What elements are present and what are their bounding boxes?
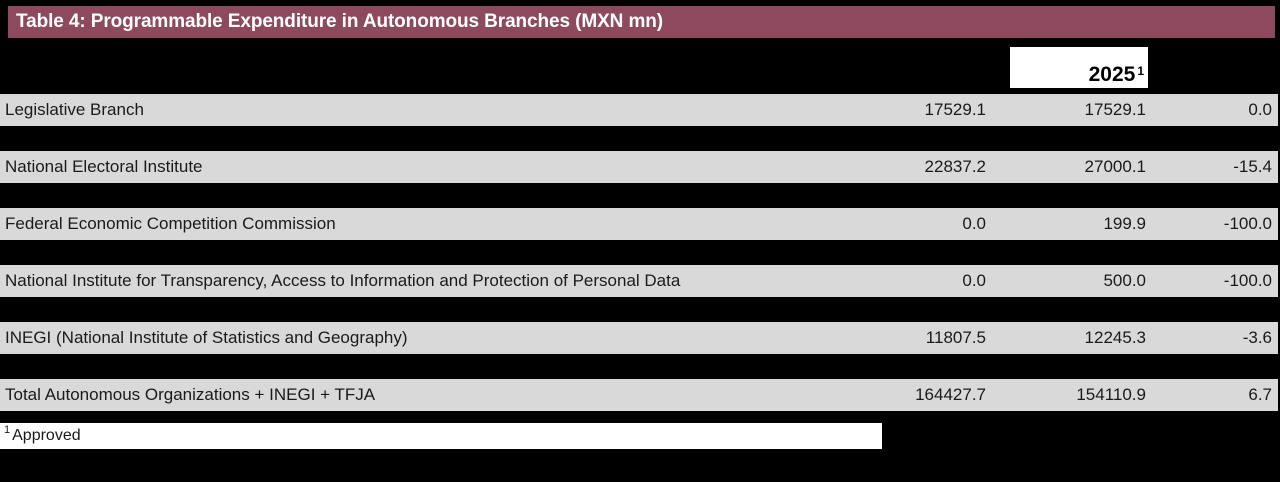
row-value-3: -100.0 xyxy=(1223,271,1272,290)
row-value-2: 199.9 xyxy=(1103,214,1146,233)
table-row: National Institute for Transparency, Acc… xyxy=(0,265,1278,297)
row-value-2: 12245.3 xyxy=(1084,328,1146,347)
table-title: Table 4: Programmable Expenditure in Aut… xyxy=(16,11,663,32)
table-row: INEGI (National Institute of Statistics … xyxy=(0,322,1278,354)
row-label: National Electoral Institute xyxy=(5,157,203,176)
row-label: Total Autonomous Organizations + INEGI +… xyxy=(5,385,376,404)
table-footnote: 1 Approved xyxy=(0,423,882,449)
row-value-3: 0.0 xyxy=(1248,100,1272,119)
row-label: Federal Economic Competition Commission xyxy=(5,214,336,233)
row-value-2: 17529.1 xyxy=(1084,100,1146,119)
row-label: INEGI (National Institute of Statistics … xyxy=(5,328,408,347)
row-value-1: 164427.7 xyxy=(915,385,986,404)
header-year-superscript: 1 xyxy=(1137,64,1144,78)
footnote-text: Approved xyxy=(12,427,81,444)
row-value-3: -100.0 xyxy=(1223,214,1272,233)
row-value-1: 0.0 xyxy=(962,214,986,233)
row-value-1: 0.0 xyxy=(962,271,986,290)
row-label: Legislative Branch xyxy=(5,100,144,119)
table-row: Federal Economic Competition Commission … xyxy=(0,208,1278,240)
row-value-3: -15.4 xyxy=(1233,157,1272,176)
table-row: Legislative Branch 17529.1 17529.1 0.0 xyxy=(0,94,1278,126)
table-row: Total Autonomous Organizations + INEGI +… xyxy=(0,379,1278,411)
row-value-2: 27000.1 xyxy=(1084,157,1146,176)
table-title-bar: Table 4: Programmable Expenditure in Aut… xyxy=(8,6,1275,38)
row-value-1: 11807.5 xyxy=(925,328,986,347)
footnote-superscript: 1 xyxy=(4,424,11,436)
row-value-2: 154110.9 xyxy=(1076,385,1146,404)
table-row: National Electoral Institute 22837.2 270… xyxy=(0,151,1278,183)
row-value-3: -3.6 xyxy=(1242,328,1272,347)
table-body: Legislative Branch 17529.1 17529.1 0.0 N… xyxy=(0,94,1280,411)
row-label: National Institute for Transparency, Acc… xyxy=(5,271,681,290)
row-value-1: 22837.2 xyxy=(924,157,986,176)
header-underline xyxy=(1010,44,1148,47)
row-value-3: 6.7 xyxy=(1248,385,1272,404)
row-value-1: 17529.1 xyxy=(924,100,986,119)
header-year-label: 2025 xyxy=(1088,63,1136,86)
row-value-2: 500.0 xyxy=(1103,271,1146,290)
